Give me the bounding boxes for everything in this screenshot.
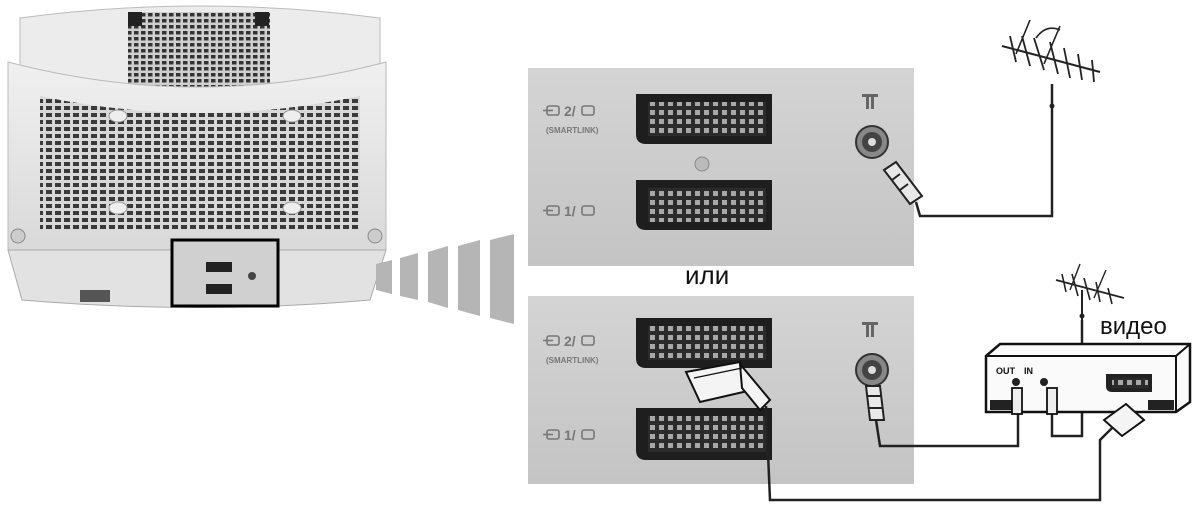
vcr-in-jack	[1040, 378, 1048, 386]
tv-top-clip-right	[255, 12, 269, 26]
top-antenna-cable	[914, 84, 1054, 218]
smartlink-label: (SMARTLINK)	[546, 356, 599, 365]
tv-mini-scart-2	[206, 284, 232, 294]
scart-cable	[764, 405, 1117, 502]
vcr-in-label: IN	[1024, 366, 1033, 376]
svg-text:2/: 2/	[564, 103, 576, 119]
tv-rear	[7, 5, 387, 308]
top-scart-2-label: 2/ (SMARTLINK)	[543, 103, 599, 135]
tv-to-vcr-out-cable	[874, 414, 1020, 448]
video-label: видео	[1100, 313, 1167, 340]
svg-text:1/: 1/	[564, 427, 576, 443]
bottom-connection-panel: 2/ (SMARTLINK) 1/	[528, 296, 914, 484]
tv-top-clip-left	[128, 12, 142, 26]
bottom-scart-1-label: 1/	[543, 427, 595, 443]
tv-mini-antenna	[248, 272, 256, 280]
bottom-antenna-port	[855, 322, 889, 387]
zoom-indicator	[376, 234, 514, 324]
vcr-device: OUT IN	[984, 342, 1192, 438]
vcr-scart-plug	[1102, 402, 1146, 438]
svg-text:2/: 2/	[564, 333, 576, 349]
tv-top-vent	[128, 12, 270, 90]
tv-connector-highlight	[170, 238, 280, 308]
roof-antenna-icon	[1055, 263, 1125, 320]
top-connection-panel: 2/ (SMARTLINK) 1/	[528, 68, 924, 266]
top-antenna-plug	[882, 160, 924, 206]
vcr-out-label: OUT	[996, 366, 1016, 376]
tv-base-plug	[80, 290, 110, 302]
tv-mini-scart-1	[206, 262, 232, 272]
scart-plug	[684, 360, 772, 412]
roof-antenna-icon	[1001, 19, 1101, 109]
top-scart-1-label: 1/	[543, 203, 595, 219]
top-antenna-port	[855, 94, 889, 159]
vcr-out-jack	[1012, 378, 1020, 386]
svg-text:1/: 1/	[564, 203, 576, 219]
tv-rear-vent	[40, 96, 360, 230]
scart-io-icon	[543, 105, 560, 116]
smartlink-label: (SMARTLINK)	[546, 126, 599, 135]
or-label: или	[685, 260, 729, 290]
bottom-scart-2-label: 2/ (SMARTLINK)	[543, 333, 599, 365]
antenna-port-icon	[862, 94, 878, 109]
bottom-antenna-plug	[864, 385, 886, 421]
